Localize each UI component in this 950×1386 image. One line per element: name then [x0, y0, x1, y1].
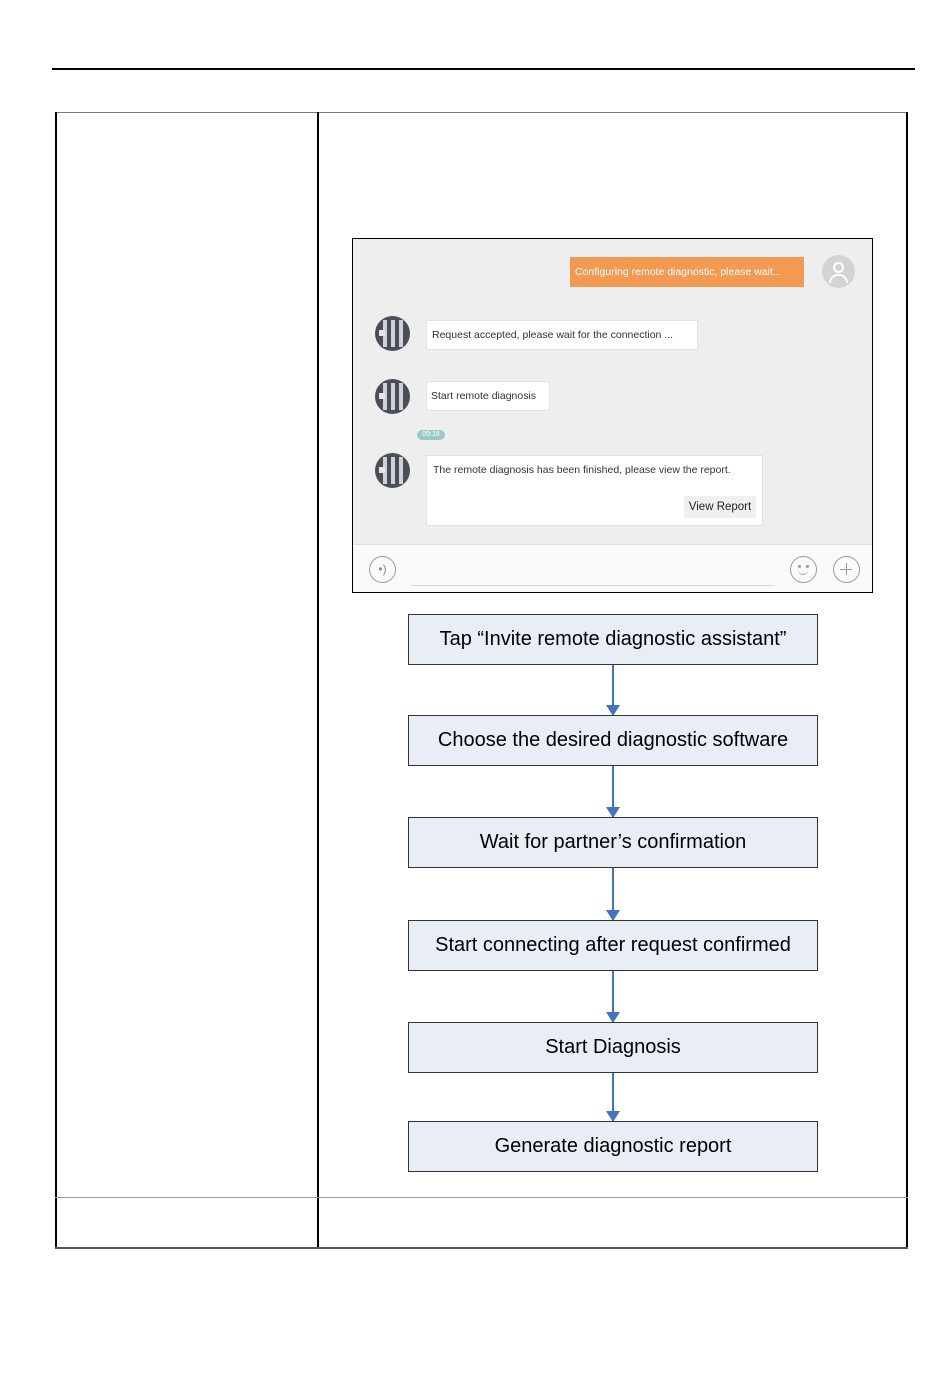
table-row-divider: [55, 1197, 908, 1198]
flow-step: Start Diagnosis: [408, 1022, 818, 1073]
table-bottom-border: [55, 1247, 908, 1249]
partner-avatar-icon: [375, 316, 410, 351]
header-rule: [52, 68, 915, 70]
partner-avatar-icon: [375, 453, 410, 488]
remote-diagnosis-chat-screenshot: Configuring remote diagnostic, please wa…: [352, 238, 873, 593]
flow-step: Wait for partner’s confirmation: [408, 817, 818, 868]
partner-avatar-icon: [375, 379, 410, 414]
chat-message-area: Configuring remote diagnostic, please wa…: [353, 239, 872, 544]
add-attachment-icon[interactable]: [833, 556, 860, 583]
user-avatar-icon: [822, 255, 855, 288]
table-column-divider: [317, 112, 319, 1249]
report-message-bubble: The remote diagnosis has been finished, …: [426, 455, 763, 526]
flow-arrow: [606, 766, 620, 818]
flow-arrow: [606, 868, 620, 921]
view-report-button[interactable]: View Report: [684, 496, 756, 518]
report-message-text: The remote diagnosis has been finished, …: [433, 464, 731, 476]
flow-step: Tap “Invite remote diagnostic assistant”: [408, 614, 818, 665]
flow-step: Choose the desired diagnostic software: [408, 715, 818, 766]
incoming-message-bubble: Start remote diagnosis: [426, 381, 550, 411]
table-top-border: [55, 112, 908, 113]
flow-arrow: [606, 665, 620, 716]
emoji-icon[interactable]: [790, 556, 817, 583]
flow-arrow: [606, 971, 620, 1023]
message-input-field[interactable]: [411, 585, 775, 586]
flow-step: Start connecting after request confirmed: [408, 920, 818, 971]
outgoing-message-bubble: Configuring remote diagnostic, please wa…: [570, 257, 804, 287]
table-right-border: [906, 112, 908, 1249]
flow-arrow: [606, 1073, 620, 1122]
table-left-border: [55, 112, 57, 1249]
voice-input-icon[interactable]: •): [369, 556, 396, 583]
incoming-message-bubble: Request accepted, please wait for the co…: [426, 320, 698, 350]
flow-step: Generate diagnostic report: [408, 1121, 818, 1172]
chat-input-bar: •): [353, 544, 872, 592]
timestamp-badge: 09:18: [417, 430, 445, 440]
